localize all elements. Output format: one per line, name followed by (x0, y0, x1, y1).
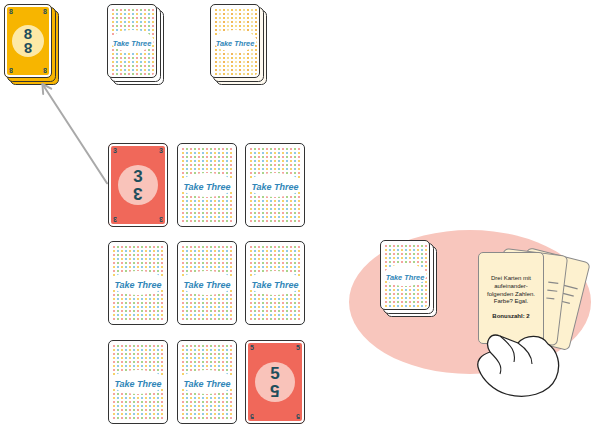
logo-text: Take Three (183, 379, 230, 389)
card-back: Take Three (245, 241, 305, 325)
logo-text: Take Three (183, 280, 230, 290)
logo-text: Take Three (113, 39, 152, 48)
corner-wrap: 8 (9, 67, 13, 74)
card-back: Take Three (380, 240, 430, 310)
card-number: 5 (270, 366, 279, 382)
card-back: Take Three (177, 241, 237, 325)
logo-text: Take Three (183, 182, 230, 192)
bonus-text: Bonuszahl: 2 (492, 313, 529, 321)
corner-wrap: 3 (159, 147, 163, 154)
arrow-connector (42, 84, 107, 183)
corner-number: 5 (296, 344, 300, 351)
corner-wrap: 5 (250, 344, 254, 351)
logo-badge: Take Three (214, 30, 257, 52)
corner-number: 5 (296, 413, 300, 420)
card-number: 8 (24, 41, 32, 55)
player-area (349, 230, 591, 374)
number-card: 888888 (4, 4, 52, 78)
task-text: Drei Karten mit aufeinander-folgenden Za… (484, 275, 538, 306)
number-circle: 55 (255, 362, 295, 402)
card-number: 3 (133, 185, 142, 201)
corner-wrap: 3 (113, 216, 117, 223)
number-card: 333333 (108, 143, 168, 227)
card-back: Take Three (107, 4, 157, 78)
corner-wrap: 8 (43, 8, 47, 15)
corner-number: 8 (9, 8, 13, 15)
card-back: Take Three (108, 241, 168, 325)
task-card: Drei Karten mit aufeinander-folgenden Za… (478, 252, 544, 344)
logo-badge: Take Three (111, 30, 154, 52)
logo-text: Take Three (114, 280, 161, 290)
corner-wrap: 8 (43, 67, 47, 74)
corner-wrap: 5 (296, 413, 300, 420)
logo-badge: Take Three (247, 271, 302, 295)
logo-badge: Take Three (179, 370, 234, 394)
corner-number: 3 (159, 216, 163, 223)
corner-number: 3 (113, 147, 117, 154)
number-card: 555555 (245, 340, 305, 424)
card-number: 5 (270, 382, 279, 398)
number-circle: 33 (118, 165, 158, 205)
corner-number: 5 (250, 413, 254, 420)
corner-number: 8 (43, 67, 47, 74)
logo-text: Take Three (114, 379, 161, 389)
corner-wrap: 8 (9, 8, 13, 15)
logo-badge: Take Three (110, 271, 165, 295)
card-back: Take Three (177, 143, 237, 227)
corner-number: 5 (250, 344, 254, 351)
corner-wrap: 5 (296, 344, 300, 351)
corner-wrap: 3 (113, 147, 117, 154)
logo-badge: Take Three (384, 264, 427, 286)
logo-text: Take Three (386, 273, 425, 282)
logo-badge: Take Three (110, 370, 165, 394)
logo-badge: Take Three (179, 173, 234, 197)
card-number: 3 (133, 169, 142, 185)
logo-badge: Take Three (179, 271, 234, 295)
corner-number: 8 (9, 67, 13, 74)
card-back: Take Three (108, 340, 168, 424)
logo-text: Take Three (251, 280, 298, 290)
card-back: Take Three (245, 143, 305, 227)
logo-text: Take Three (216, 39, 255, 48)
corner-number: 3 (113, 216, 117, 223)
logo-text: Take Three (251, 182, 298, 192)
corner-wrap: 5 (250, 413, 254, 420)
card-back: Take Three (210, 4, 260, 78)
card-back: Take Three (177, 340, 237, 424)
corner-wrap: 3 (159, 216, 163, 223)
logo-badge: Take Three (247, 173, 302, 197)
corner-number: 8 (43, 8, 47, 15)
card-number: 8 (24, 27, 32, 41)
corner-number: 3 (159, 147, 163, 154)
number-circle: 88 (12, 25, 44, 57)
